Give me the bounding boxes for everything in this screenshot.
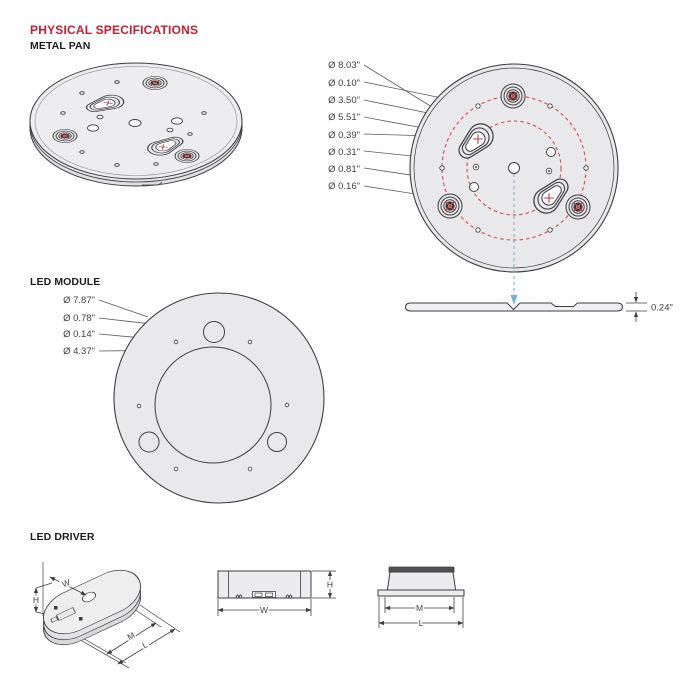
- led-driver-front-view: W H: [217, 570, 336, 617]
- thickness-label: 0.24": [651, 303, 673, 314]
- module-body: [113, 292, 325, 504]
- module-callout-0: Ø 7.87": [63, 295, 95, 306]
- driver-front-body: [217, 570, 312, 600]
- front-dim-label-h: H: [327, 580, 333, 590]
- iso-dim-label-m: M: [126, 630, 137, 642]
- pan-callout-3: Ø 5.51": [328, 112, 360, 123]
- metal-pan-top-view: 0.24" Ø 8.03" Ø 0.10" Ø 3.50" Ø 5.51" Ø …: [328, 60, 673, 322]
- section-heading-metal-pan: METAL PAN: [30, 40, 91, 52]
- bolt-circle-inner: [466, 120, 562, 216]
- pan-callout-0: Ø 8.03": [328, 60, 360, 71]
- thickness-dimension: [626, 292, 647, 322]
- driver-iso-dimensions: [33, 576, 176, 665]
- pan-callout-6: Ø 0.81": [328, 164, 360, 175]
- led-module-top-view: Ø 7.87" Ø 0.78" Ø 0.14" Ø 4.37": [63, 292, 325, 504]
- pan-holes: [439, 103, 589, 233]
- metal-pan-iso-view: [29, 62, 243, 187]
- section-heading-led-module: LED MODULE: [30, 276, 101, 288]
- front-dim-label-w: W: [260, 605, 268, 615]
- section-heading-led-driver: LED DRIVER: [30, 531, 95, 543]
- pan-callout-1: Ø 0.10": [328, 78, 360, 89]
- module-callout-1: Ø 0.78": [63, 313, 95, 324]
- driver-iso-connectors: [50, 606, 83, 623]
- pan-callout-5: Ø 0.31": [328, 147, 360, 158]
- module-callout-3: Ø 4.37": [63, 346, 95, 357]
- center-hole: [508, 162, 520, 174]
- pan-callout-7: Ø 0.16": [328, 181, 360, 192]
- module-holes: [136, 321, 290, 472]
- side-dim-label-l: L: [419, 618, 424, 628]
- metal-pan-side-view: [404, 302, 624, 312]
- module-callout-2: Ø 0.14": [63, 329, 95, 340]
- pan-callout-4: Ø 0.39": [328, 130, 360, 141]
- centerline: [510, 174, 518, 305]
- driver-side-body: [377, 566, 465, 597]
- pan-callout-2: Ø 3.50": [328, 95, 360, 106]
- side-dim-label-m: M: [416, 603, 423, 613]
- led-driver-iso-view: W H M L: [31, 561, 181, 669]
- pan-iso-holes: [60, 80, 207, 167]
- page-title: PHYSICAL SPECIFICATIONS: [30, 23, 199, 37]
- driver-side-dimensions: [378, 597, 464, 628]
- driver-front-dimensions: [217, 570, 336, 616]
- led-driver-side-view: M L: [377, 566, 465, 630]
- iso-dim-label-h: H: [33, 595, 39, 605]
